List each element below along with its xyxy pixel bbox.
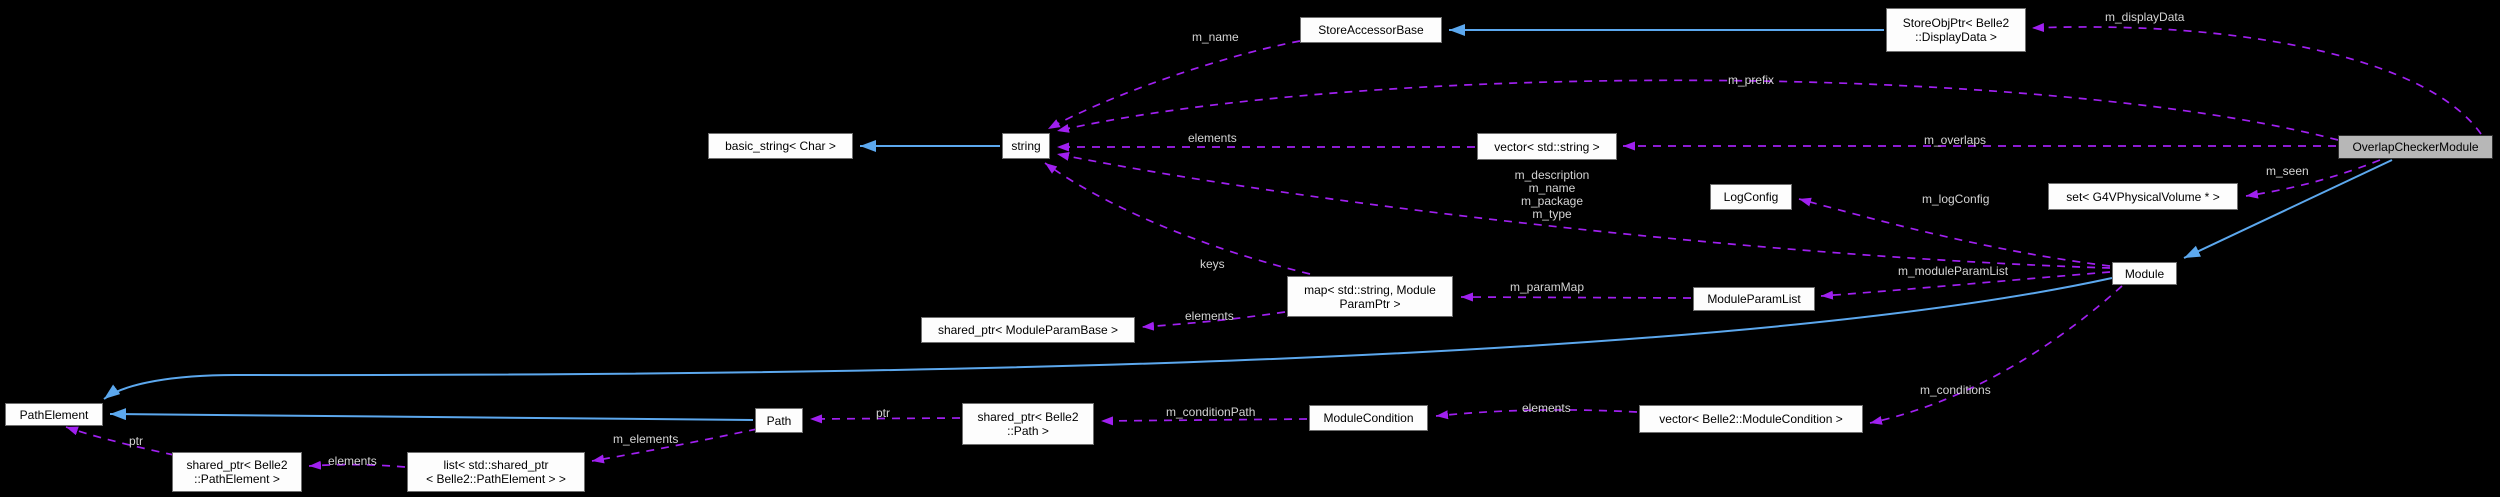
node-sharedptr-moduleparambase[interactable]: shared_ptr< ModuleParamBase > (921, 317, 1135, 343)
edge-label-m-parammap: m_paramMap (1510, 280, 1585, 294)
node-set-g4vphysicalvolume[interactable]: set< G4VPhysicalVolume * > (2048, 183, 2238, 210)
edge-label-elements-vs: elements (1188, 131, 1237, 145)
node-string[interactable]: string (1002, 133, 1050, 159)
node-path[interactable]: Path (755, 408, 803, 433)
node-map-moduleparamptr[interactable]: map< std::string, Module ParamPtr > (1287, 276, 1453, 317)
node-sharedptr-path[interactable]: shared_ptr< Belle2 ::Path > (962, 403, 1094, 445)
edge-ptr-pathelement (65, 426, 175, 456)
edge-label-elements-vmc: elements (1522, 401, 1571, 415)
edge-elements-list (308, 460, 406, 470)
edge-label-m-prefix: m_prefix (1728, 73, 1775, 87)
node-overlapcheckermodule[interactable]: OverlapCheckerModule (2338, 135, 2493, 159)
edge-label-m-displaydata: m_displayData (2105, 10, 2185, 24)
edge-path-to-pathelement (109, 408, 754, 421)
edge-label-m-elements: m_elements (613, 432, 679, 446)
node-vector-modulecondition[interactable]: vector< Belle2::ModuleCondition > (1639, 405, 1863, 433)
node-list-sharedptr-pathelement[interactable]: list< std::shared_ptr < Belle2::PathElem… (407, 452, 585, 492)
edge-label-m-seen: m_seen (2266, 164, 2309, 178)
edge-label-m-conditions: m_conditions (1920, 383, 1991, 397)
node-sharedptr-pathelement[interactable]: shared_ptr< Belle2 ::PathElement > (172, 452, 302, 492)
edge-m-conditionpath (1100, 416, 1308, 426)
edge-overlapchecker-to-module (2183, 159, 2393, 259)
edge-elements-vector-mc (1435, 409, 1638, 420)
edge-m-displaydata (2031, 23, 2482, 135)
edge-label-ptr-path: ptr (876, 406, 891, 420)
edge-m-prefix (1056, 79, 2339, 141)
node-modulecondition[interactable]: ModuleCondition (1309, 405, 1428, 431)
node-storeaccessorbase[interactable]: StoreAccessorBase (1300, 17, 1442, 43)
edge-m-moduleparamlist (1820, 271, 2111, 300)
node-storeobjptr-displaydata[interactable]: StoreObjPtr< Belle2 ::DisplayData > (1886, 8, 2026, 52)
edge-label-member-block: m_description m_name m_package m_type (1514, 168, 1590, 221)
edge-label-keys: keys (1200, 257, 1225, 271)
edge-label-m-logconfig: m_logConfig (1922, 192, 1990, 206)
node-vector-std-string[interactable]: vector< std::string > (1477, 133, 1617, 160)
edge-label-ptr-pathelement: ptr (129, 434, 144, 448)
node-module[interactable]: Module (2112, 262, 2177, 285)
node-moduleparamlist[interactable]: ModuleParamList (1693, 287, 1815, 311)
edge-keys (1044, 162, 1311, 275)
edge-label-elements-list: elements (328, 454, 377, 468)
edge-m-logconfig (1798, 197, 2111, 267)
edge-ptr-path (809, 414, 961, 424)
edge-m-seen (2245, 159, 2381, 199)
node-basic-string[interactable]: basic_string< Char > (708, 133, 853, 159)
edge-label-m-conditionpath: m_conditionPath (1166, 405, 1256, 419)
node-pathelement[interactable]: PathElement (5, 403, 103, 426)
edge-m-elements (591, 428, 758, 464)
edge-module-to-pathelement (103, 277, 2113, 400)
edge-label-m-name: m_name (1192, 30, 1239, 44)
edge-label-m-moduleparamlist: m_moduleParamList (1898, 264, 2009, 278)
edge-m-conditions (1869, 285, 2123, 425)
edge-m-parammap (1460, 292, 1692, 302)
edge-m-name (1047, 40, 1301, 130)
edge-label-m-overlaps: m_overlaps (1924, 133, 1987, 147)
node-logconfig[interactable]: LogConfig (1710, 184, 1792, 210)
edge-label-elements-map: elements (1185, 309, 1234, 323)
edge-elements-map (1141, 311, 1286, 331)
